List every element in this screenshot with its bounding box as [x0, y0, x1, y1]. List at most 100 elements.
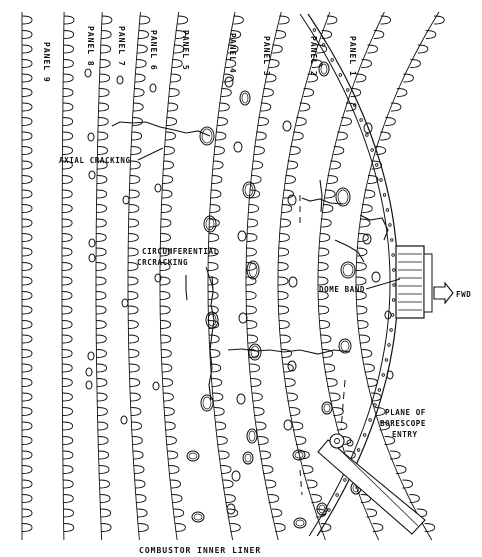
panel-seam-line: [159, 11, 180, 541]
cooling-slot: [219, 102, 230, 112]
cooling-slot: [258, 117, 269, 126]
panel-dash-line: [299, 195, 303, 496]
cooling-slot: [287, 392, 298, 402]
cooling-slot: [21, 233, 33, 242]
cooling-slot: [138, 523, 149, 532]
dilution-hole: [186, 450, 200, 462]
cooling-slot: [410, 59, 421, 68]
cooling-slot: [256, 131, 267, 141]
cooling-slot: [62, 450, 74, 460]
cooling-slot: [170, 73, 182, 83]
cooling-slot: [97, 421, 109, 431]
cooling-slot: [97, 392, 108, 402]
dilution-hole-inner: [241, 92, 249, 104]
dilution-hole-inner: [244, 183, 254, 197]
cooling-slot: [362, 204, 373, 213]
cooling-slot: [225, 59, 237, 68]
cooling-slot: [160, 247, 171, 257]
cooling-slot: [135, 494, 147, 503]
cooling-slot: [254, 407, 265, 416]
cooling-slot: [245, 276, 257, 286]
cooling-slot: [61, 262, 73, 271]
cooling-slot: [98, 450, 110, 460]
cooling-slot: [97, 160, 108, 170]
dilution-hole: [362, 233, 372, 245]
dilution-hole: [231, 470, 241, 482]
rim-rivet: [321, 43, 326, 47]
dilution-hole-inner: [188, 452, 198, 460]
dilution-hole: [154, 273, 162, 283]
panel-seam-line: [245, 11, 282, 541]
cooling-slot: [358, 320, 369, 329]
cooling-slot: [177, 15, 189, 25]
rim-rivet: [385, 208, 390, 212]
panel-seam-line: [61, 11, 65, 541]
borescope-pin: [346, 439, 354, 447]
cooling-slot: [249, 363, 261, 373]
cooling-slot: [160, 262, 171, 271]
cooling-slot: [61, 305, 73, 315]
cooling-slot: [62, 160, 73, 170]
cooling-slot: [163, 160, 174, 170]
borescope-shaft-hatch: [335, 445, 419, 527]
dilution-hole: [293, 517, 307, 529]
cooling-slot: [137, 508, 148, 518]
dilution-hole-inner: [201, 128, 213, 144]
dilution-hole: [85, 380, 93, 390]
cooling-slot: [214, 146, 225, 155]
cooling-slot: [131, 421, 142, 431]
cooling-slot: [280, 218, 291, 228]
panel-6-label: PANEL 6: [149, 30, 158, 71]
cooling-slot: [247, 334, 259, 344]
cooling-slot: [96, 233, 107, 242]
crack-line: [301, 197, 344, 205]
borescope-pivot: [329, 433, 345, 449]
rim-rivet: [381, 373, 385, 377]
cooling-slot: [62, 117, 74, 126]
cooling-slot: [230, 523, 241, 532]
cooling-slot: [21, 218, 33, 228]
dome-band-leader: [365, 278, 401, 290]
cooling-slot: [402, 479, 413, 489]
cooling-slot: [281, 204, 293, 213]
cooling-slot: [217, 117, 228, 126]
dilution-hole: [288, 276, 298, 288]
cooling-slot: [307, 73, 319, 83]
dilution-hole: [116, 75, 124, 85]
dilution-hole: [386, 370, 394, 380]
dilution-hole: [363, 122, 373, 134]
cooling-slot: [302, 465, 314, 474]
rim-rivet: [312, 28, 317, 32]
cooling-slot: [134, 88, 145, 97]
dilution-hole-inner: [294, 451, 304, 459]
cooling-slot: [168, 465, 180, 474]
cooling-slot: [129, 189, 140, 199]
cooling-slot: [128, 305, 139, 315]
cooling-slot: [396, 88, 408, 97]
cooling-slot: [208, 247, 219, 257]
cooling-slot: [227, 508, 239, 518]
cooling-slot: [373, 30, 385, 39]
dome-band-flange: [423, 253, 433, 313]
cooling-slot: [325, 189, 336, 199]
borescope-shaft: [317, 439, 426, 535]
cooling-slot: [128, 334, 140, 344]
cooling-slot: [62, 233, 73, 242]
rim-rivet: [390, 238, 394, 242]
cooling-slot: [278, 305, 290, 315]
cooling-slot: [169, 88, 180, 97]
cooling-slot: [96, 349, 107, 358]
cooling-slot: [138, 30, 149, 39]
cooling-slot: [246, 305, 257, 315]
cooling-slot: [320, 523, 332, 532]
cooling-slot: [96, 204, 107, 213]
cooling-slot: [63, 494, 74, 503]
cooling-slot: [366, 508, 378, 518]
dilution-hole: [338, 338, 352, 354]
panel-3-label: PANEL 3: [262, 36, 271, 77]
cooling-slot: [281, 349, 293, 358]
dilution-hole: [233, 141, 243, 153]
cooling-slot: [63, 479, 74, 489]
cooling-slot: [165, 131, 176, 141]
cooling-slot: [246, 291, 257, 300]
